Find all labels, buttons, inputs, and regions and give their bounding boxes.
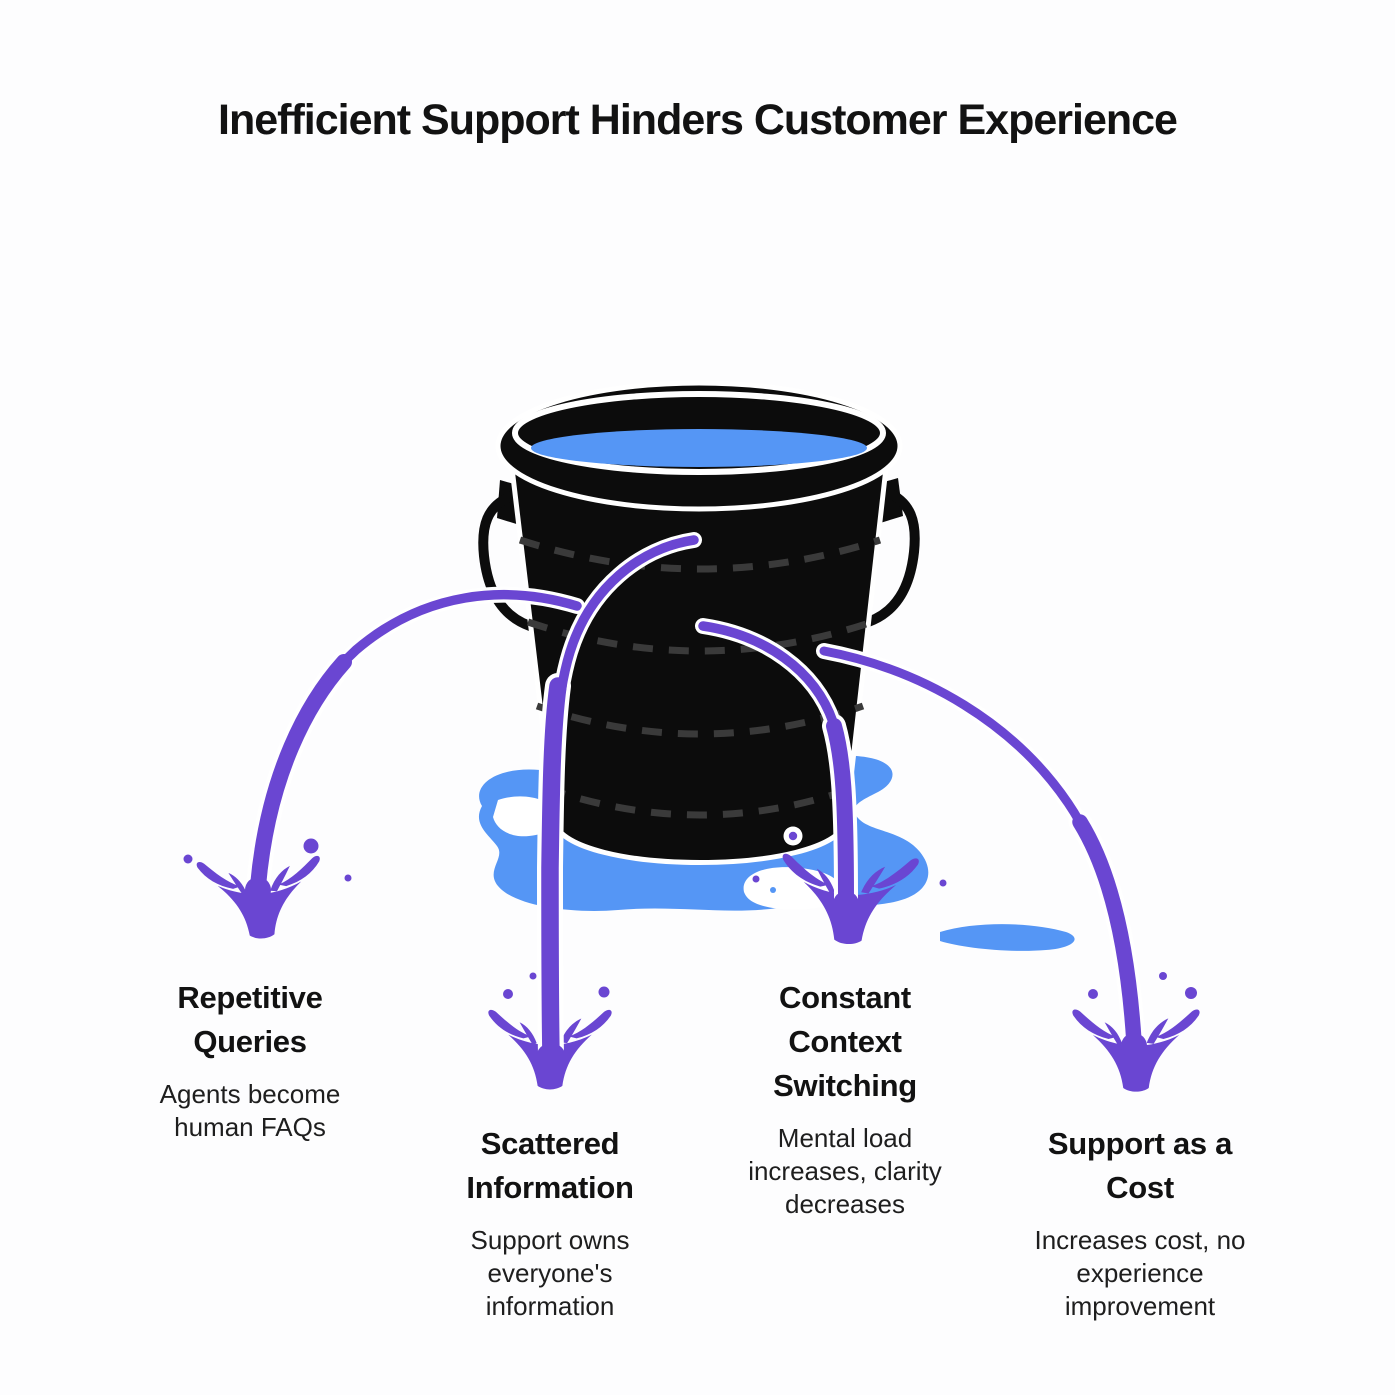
puddle-gap-right <box>743 867 842 910</box>
leak-stream-2 <box>536 532 702 1073</box>
column-description: Mental load increases, clarity decreases <box>748 1123 942 1219</box>
column-description: Increases cost, no experience improvemen… <box>1034 1225 1246 1321</box>
column-constant-context-switching: Constant Context Switching Mental load i… <box>695 976 995 1221</box>
dashed-band-3 <box>535 702 865 738</box>
leak-hole-drip <box>788 831 798 841</box>
column-heading: Repetitive Queries <box>177 980 323 1059</box>
splash-dot <box>752 875 760 883</box>
column-scattered-information: Scattered Information Support owns every… <box>400 1122 700 1323</box>
dashed-band-4 <box>544 784 856 819</box>
puddle-tail <box>940 924 1075 951</box>
leak-stream-4 <box>816 643 1147 1059</box>
bucket-handle-left <box>478 490 535 631</box>
dashed-band-1 <box>518 536 882 573</box>
column-description: Agents become human FAQs <box>159 1079 341 1142</box>
splash-droplets <box>183 838 1197 999</box>
rim-inner-line <box>512 391 886 475</box>
column-heading: Constant Context Switching <box>773 980 917 1103</box>
splash-dot <box>939 879 947 887</box>
leak-stream-1 <box>245 586 585 903</box>
column-support-as-a-cost: Support as a Cost Increases cost, no exp… <box>990 1122 1290 1323</box>
puddle-dot <box>770 887 776 893</box>
column-repetitive-queries: Repetitive Queries Agents become human F… <box>100 976 400 1144</box>
column-heading: Support as a Cost <box>1047 1126 1233 1205</box>
column-heading: Scattered Information <box>466 1126 634 1205</box>
bucket-handle-right <box>863 486 920 627</box>
column-description: Support owns everyone's information <box>470 1225 630 1321</box>
page-title: Inefficient Support Hinders Customer Exp… <box>218 96 1178 144</box>
leak-stream-3 <box>695 618 859 917</box>
water-surface <box>531 429 867 467</box>
